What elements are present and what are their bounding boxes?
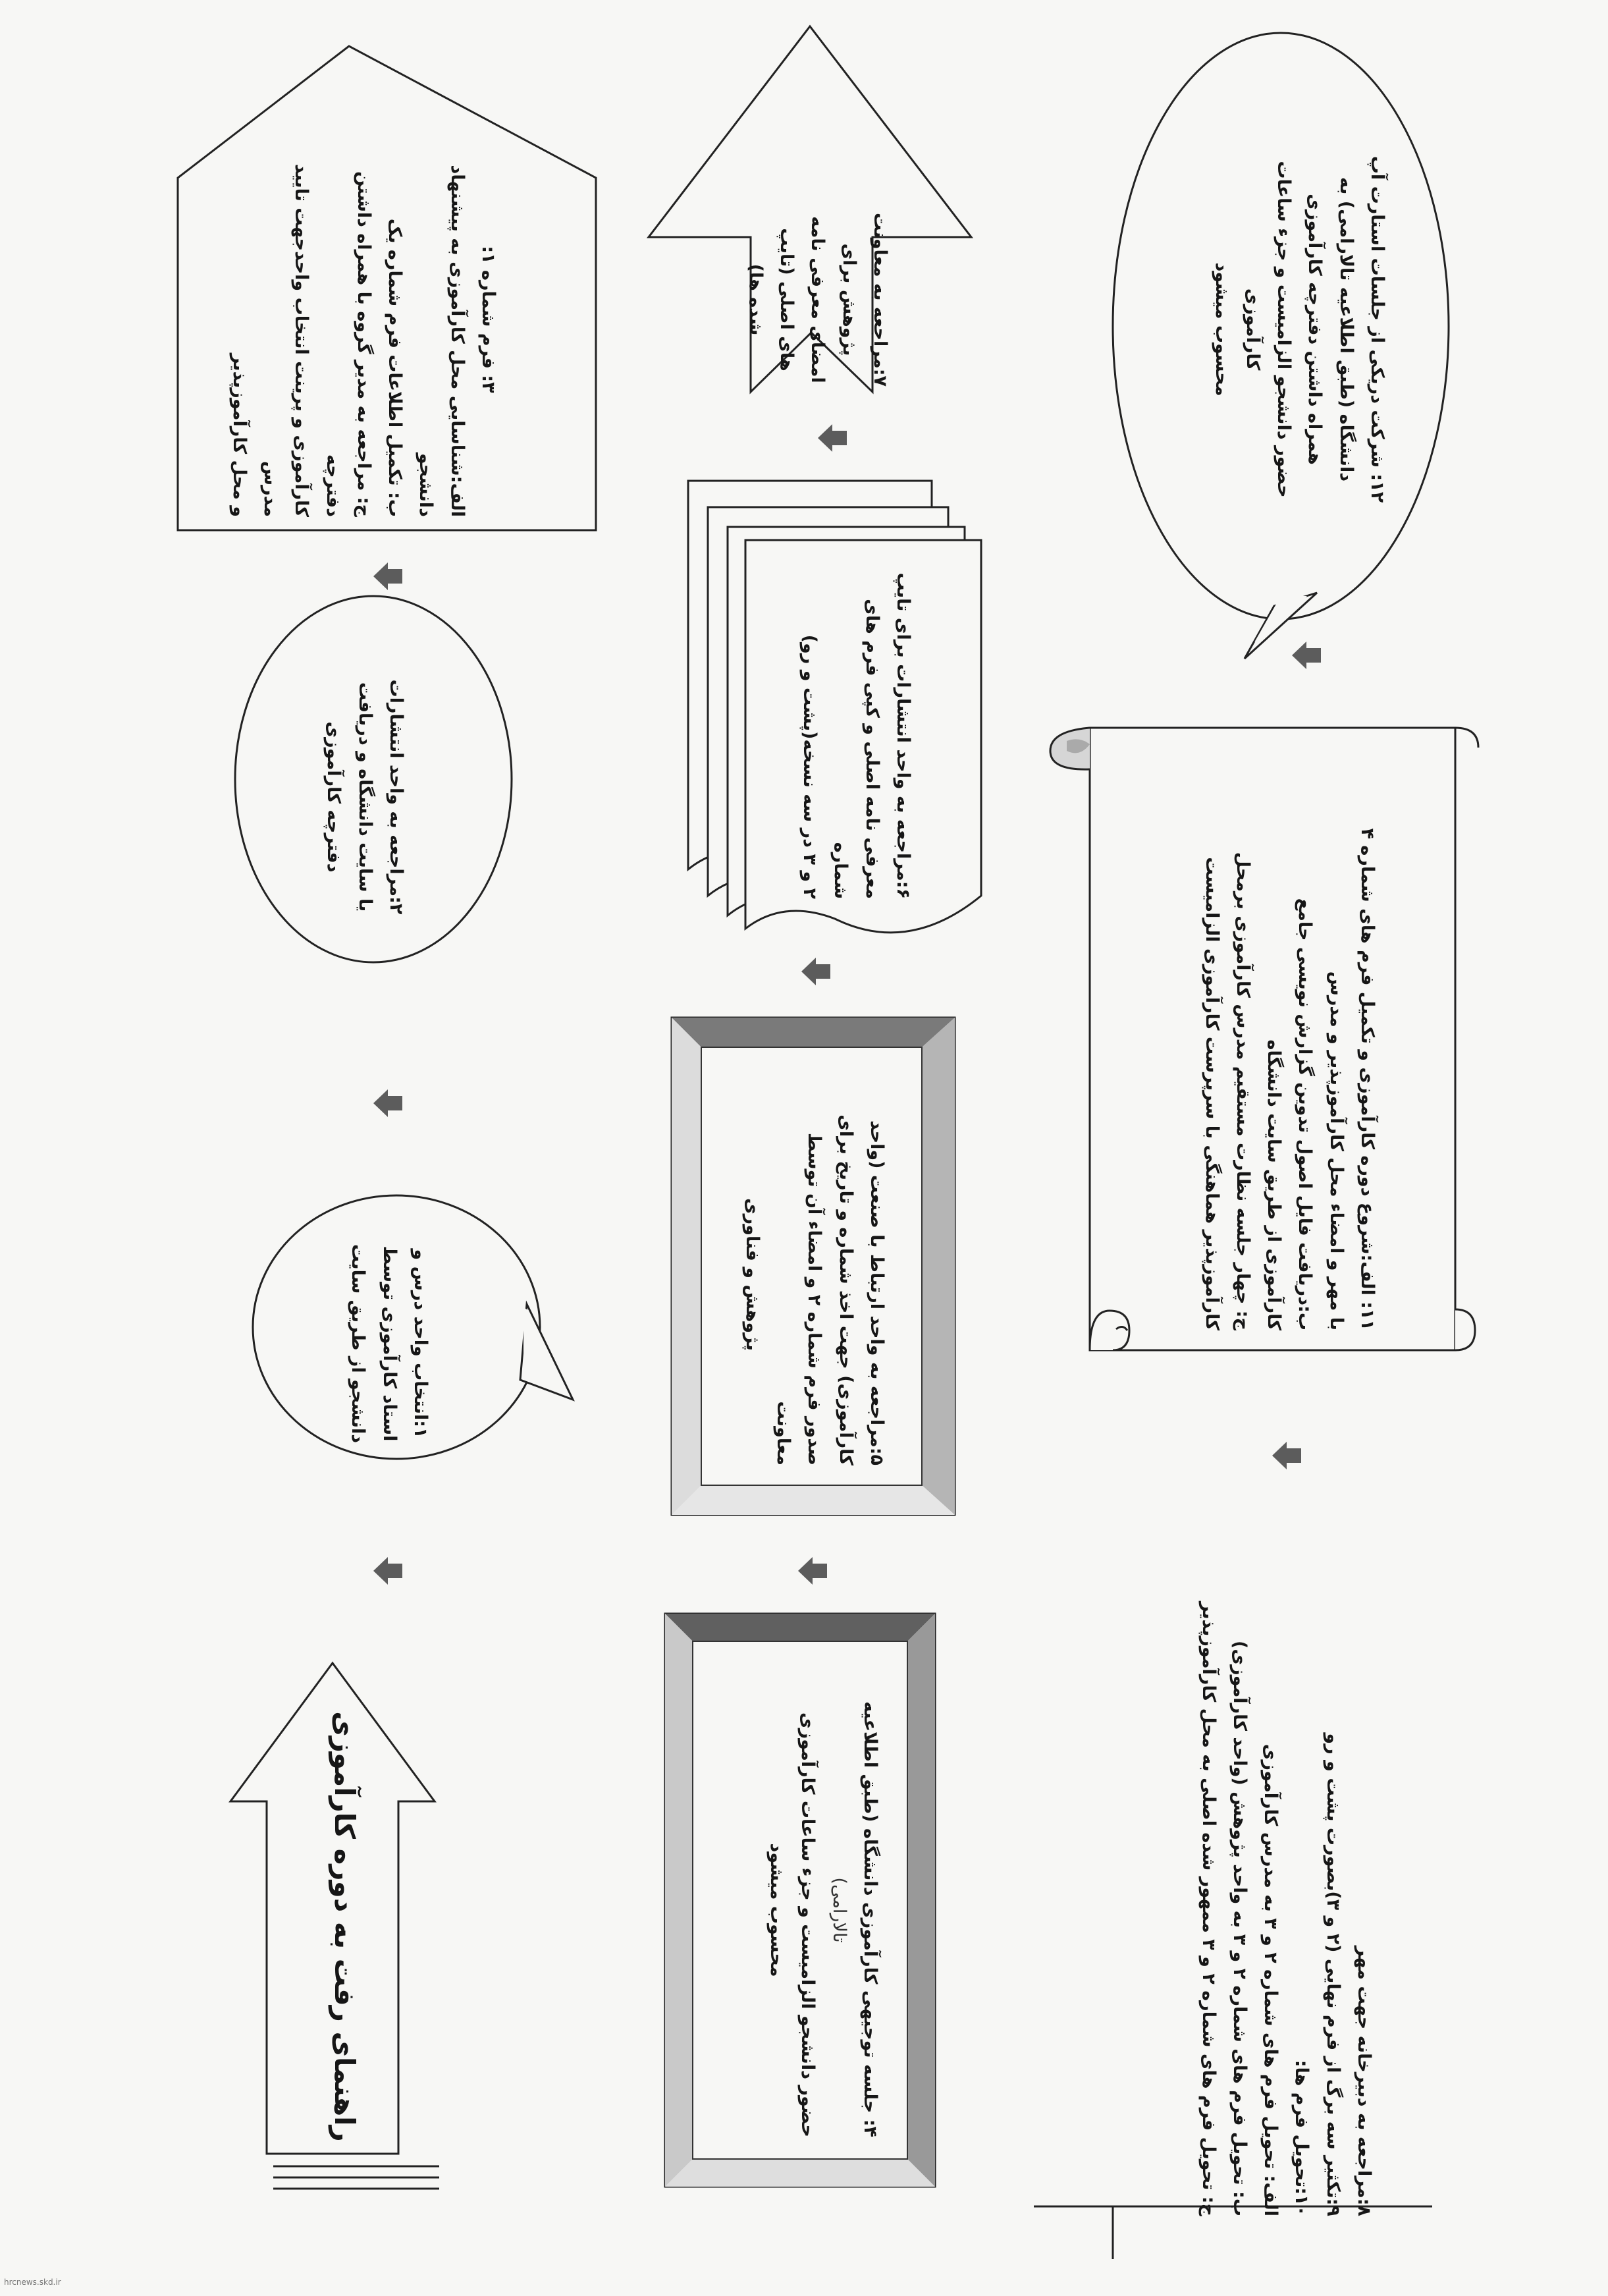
step1-line: ۱:انتخاب واحد درس و: [410, 1249, 431, 1438]
step6-line: ۶:مراجعه به واحد انتشارات برای تایپ: [893, 572, 913, 899]
step6-text: ۶:مراجعه به واحد انتشارات برای تایپ معرف…: [799, 570, 919, 899]
step11-line: با مهر و امضاء محل کارآموزپذیر و مدرس: [1326, 971, 1347, 1330]
step10-item-a: الف: تحویل فرم های شماره ۲ و ۳ به مدرس ک…: [1260, 1743, 1281, 2216]
step7-arrow-shape: [646, 24, 974, 395]
step4-frame-shape: [664, 1612, 936, 2188]
step1-bubble-shape: [252, 1194, 575, 1460]
step5-text: ۵:مراجعه به واحد ارتباط با صنعت (واحد کا…: [741, 1083, 892, 1465]
step10-item-c: ج: تحویل فرم های شماره ۲ و ۳ ممهور شده ا…: [1198, 1601, 1219, 2216]
step11-scroll-shape: [1049, 726, 1480, 1352]
step12-text: ۱۲: شرکت دریکی از جلسات استارت آپ دانشگا…: [1208, 119, 1393, 540]
step4-line muted: تالارامی): [828, 1877, 849, 1943]
step12-line: همراه داشتن دفترچه کارآموزی: [1304, 194, 1326, 465]
step7-line: شده ها): [745, 263, 766, 336]
step11-line: کارآموزپذیر هماهنگی با سرپرست کارآموزی ا…: [1201, 857, 1222, 1330]
step2-text: ۲:مراجعه به واحد انتشارات یا سایت دانشگا…: [306, 655, 412, 939]
step1-line: استاد کارآموزی توسط: [379, 1245, 400, 1442]
step2-line: ۲:مراجعه به واحد انتشارات: [386, 679, 406, 915]
step4-line: محسوب میشود: [766, 1843, 788, 1977]
step2-ellipse-shape: [234, 595, 513, 964]
step3-heading: ۳: فرم شماره ۱:: [478, 246, 498, 393]
step4-text: ۴: جلسه توجیهی کارآموزی دانشگاه (طبق اطل…: [728, 1683, 886, 2137]
step6-line: ۲ و ۳ در سه نسخه(پشت و رو): [799, 634, 820, 899]
step6-documents-shape: [687, 479, 982, 934]
step4-line: حضور دانشجو الزامیست و جزء ساعات کارآموز…: [797, 1712, 818, 2137]
step8-line: ۸:مراجعه به دبیرخانه جهت مهر: [1354, 1946, 1374, 2216]
step11-line: کارآموزی از طریق سایت دانشگاه: [1264, 1039, 1285, 1330]
step12-line: ۱۲: شرکت دریکی از جلسات استارت آپ: [1367, 155, 1387, 503]
step6-line: معرفی نامه اصلی و کپی فرم های شماره: [830, 599, 882, 899]
step1-line: دانشجو از طریق سایت: [348, 1244, 369, 1444]
step3-line: کارآموزی و پرینت انتخاب واحدجهت تایید مد…: [260, 163, 312, 517]
step7-line: ۷:مراجعه به معاونت: [870, 212, 890, 387]
step7-text: ۷:مراجعه به معاونت پژوهش برای امضای معرف…: [724, 178, 896, 422]
step5-frame-shape: [670, 1016, 956, 1516]
step1-text: ۱:انتخاب واحد درس و استاد کارآموزی توسط …: [331, 1232, 436, 1456]
step4-line: ۴: جلسه توجیهی کارآموزی دانشگاه (طبق اطل…: [860, 1701, 880, 2137]
step7-line: های اصلی (تایپ: [776, 228, 797, 371]
step11-line: ج: چهار جلسه نظارت مستقیم مدرس کارآموزی …: [1233, 852, 1253, 1330]
step3-text: ۳: فرم شماره ۱: الف:شناسایی محل کارآموزی…: [229, 122, 504, 517]
step5-line: ۵:مراجعه به واحد ارتباط با صنعت (واحد: [867, 1120, 887, 1465]
step3-line: الف:شناسایی محل کارآموزی به پیشنهاد دانش…: [415, 165, 468, 517]
step11-line: ب:دریافت فایل اصول تدوین گزارش نویسی جام…: [1295, 898, 1316, 1330]
step3-line: ج: مراجعه به مدیر گروه با همراه داشتن دف…: [322, 171, 374, 517]
step3-line: ب: تکمیل اطلاعات فرم شماره یک: [385, 218, 406, 517]
title-arrow-shape: [228, 1661, 439, 2190]
page-title-text: راهنمای رفت به دوره کارآموزی: [329, 1711, 361, 2142]
step7-line: امضای معرفی نامه: [807, 216, 828, 383]
step5-line: صدور فرم شماره ۲ و امضاء آن توسط معاونت: [773, 1133, 825, 1465]
watermark-text: hrcnews.skd.ir: [4, 2278, 61, 2287]
page-title: راهنمای رفت به دوره کارآموزی: [323, 1607, 369, 2246]
step12-line: حضور دانشجو الزامیست و جزء ساعات کارآموز…: [1243, 161, 1295, 498]
step9-line: ۹:تکثیر سه برگ از فرم نهایی (۲ و ۳)بصورت…: [1322, 1733, 1343, 2216]
step12-line: محسوب میشود: [1211, 262, 1232, 396]
step7-line: پژوهش برای: [838, 243, 859, 356]
bottom-bracket: [1034, 2205, 1432, 2259]
steps8-10-text: ۸:مراجعه به دبیرخانه جهت مهر ۹:تکثیر سه …: [1162, 1518, 1380, 2216]
step3-pentagon-shape: [176, 45, 597, 532]
step5-line: پژوهش و فناوری: [742, 1197, 763, 1352]
step12-bubble-shape: [1112, 32, 1450, 660]
step2-line: یا سایت دانشگاه و دریافت: [354, 682, 375, 912]
step3-line: و محل کارآموزپذیر: [229, 353, 250, 517]
step10-line: ۱۰:تحویل فرم ها:: [1291, 2060, 1312, 2216]
step11-line: ۱۱: الف:شروع دوره کارآموزی و تکمیل فرم ه…: [1357, 828, 1378, 1330]
step12-line: دانشگاه (طبق اطلاعیه تالارامی) به: [1335, 177, 1356, 482]
step5-line: کارآموزی) جهت اخذ شماره و تاریخ برای: [835, 1114, 856, 1465]
step2-line: دفترچه کارآموزی: [323, 721, 344, 873]
step10-item-b: ب: تحویل فرم های شماره ۲ و ۳ به واحد پژو…: [1229, 1641, 1250, 2216]
step11-text: ۱۱: الف:شروع دوره کارآموزی و تکمیل فرم ه…: [1166, 764, 1383, 1330]
